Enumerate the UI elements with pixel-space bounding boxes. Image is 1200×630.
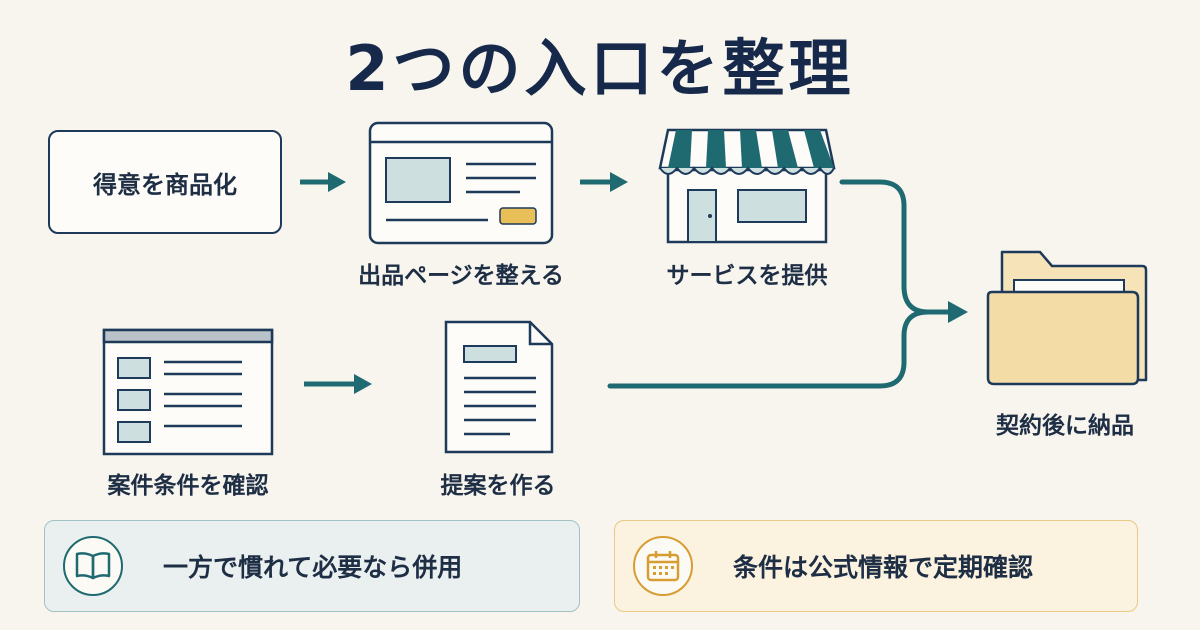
arrow-top-2 <box>580 172 628 192</box>
end-label-delivery: 契約後に納品 <box>996 413 1134 439</box>
step-label-proposal: 提案を作る <box>440 473 556 499</box>
book-badge <box>63 536 123 596</box>
merge-arrowhead <box>948 301 968 323</box>
page-title: 2つの入口を整理 <box>345 32 855 105</box>
merge-connector <box>607 179 953 389</box>
note-combine: 一方で慣れて必要なら併用 <box>44 520 580 612</box>
page-layout-icon <box>368 121 554 245</box>
book-icon <box>75 552 111 580</box>
calendar-icon <box>646 551 680 582</box>
note-combine-text: 一方で慣れて必要なら併用 <box>163 553 463 582</box>
note-check-official: 条件は公式情報で定期確認 <box>614 520 1138 612</box>
storefront-icon <box>658 128 836 244</box>
arrow-bottom-1 <box>304 374 372 394</box>
step-label-service: サービスを提供 <box>666 263 828 289</box>
note-check-official-text: 条件は公式情報で定期確認 <box>733 553 1034 582</box>
job-listing-icon <box>102 328 274 456</box>
step-label-listing: 出品ページを整える <box>358 263 564 289</box>
start-box: 得意を商品化 <box>48 130 282 234</box>
arrow-top-1 <box>300 172 346 192</box>
calendar-badge <box>633 536 693 596</box>
folder-icon <box>986 250 1148 386</box>
step-label-check-terms: 案件条件を確認 <box>107 473 269 499</box>
document-icon <box>444 320 554 454</box>
